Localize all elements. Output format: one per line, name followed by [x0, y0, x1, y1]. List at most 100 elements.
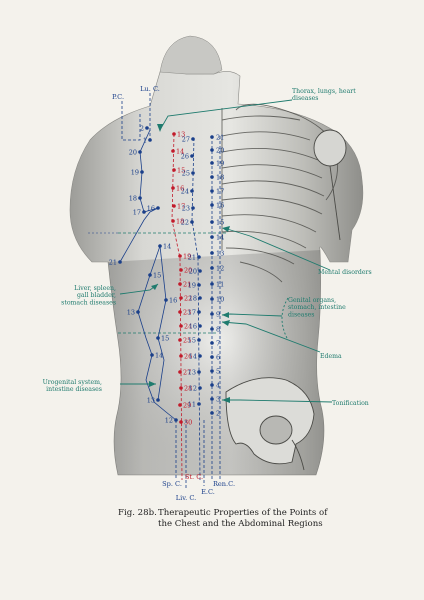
- left-upper-point-label: 18: [129, 195, 137, 203]
- left-lower-point-label: 14: [163, 243, 171, 251]
- stomach-point-label: 27: [183, 369, 191, 377]
- kidney-point-label: 11: [188, 401, 196, 409]
- kidney-point-label: 20: [189, 268, 197, 276]
- kidney-point-label: 12: [189, 385, 197, 393]
- kidney-point-label: 22: [181, 219, 189, 227]
- left-lower-point-label: 12: [165, 417, 173, 425]
- figure-title-line2: the Chest and the Abdominal Regions: [158, 519, 323, 529]
- figure-title-line1: Therapeutic Properties of the Points of: [158, 508, 328, 518]
- thorax-arrow: [159, 99, 293, 131]
- conception-point: [210, 235, 214, 239]
- left-lower-point-label: 14: [155, 352, 163, 360]
- ren-channel-label: Ren.C.: [213, 480, 235, 488]
- conception-point: [210, 383, 214, 387]
- kidney-point: [190, 154, 194, 158]
- kidney-point: [197, 255, 201, 259]
- kidney-point: [190, 220, 194, 224]
- stomach-point-label: 20: [184, 267, 192, 275]
- stomach-point-label: 25: [183, 337, 191, 345]
- figure-caption: Fig. 28b.Therapeutic Properties of the P…: [118, 508, 418, 530]
- kidney-point-label: 23: [182, 205, 190, 213]
- conception-point-label: 8: [216, 326, 220, 334]
- left-lower-point: [118, 260, 122, 264]
- stomach-channel-line: [171, 133, 183, 481]
- stomach-point: [178, 370, 182, 374]
- stomach-point-label: 22: [184, 295, 192, 303]
- sp-channel-label: Sp. C.: [162, 480, 182, 488]
- kidney-point-label: 26: [181, 153, 189, 161]
- ec-channel-label: E.C.: [201, 488, 215, 496]
- stomach-point: [178, 254, 182, 258]
- pelvis: [225, 377, 315, 471]
- stomach-point: [171, 186, 175, 190]
- stomach-point: [171, 149, 175, 153]
- stomach-point: [178, 338, 182, 342]
- kidney-point: [190, 189, 194, 193]
- conception-point-label: 14: [216, 234, 224, 242]
- conception-point-label: 7: [216, 340, 220, 348]
- left-lower-point-label: 16: [169, 297, 177, 305]
- left-lower-point: [174, 418, 178, 422]
- stomach-point-label: 30: [184, 419, 192, 427]
- stomach-point: [178, 403, 182, 407]
- left-upper-point: [156, 206, 160, 210]
- conception-point: [210, 220, 214, 224]
- left-lower-point: [150, 353, 154, 357]
- conception-point: [210, 397, 214, 401]
- left-lower-point: [164, 298, 168, 302]
- kidney-point: [191, 206, 195, 210]
- conception-point: [210, 135, 214, 139]
- genital-annotation-line: Genital organs,: [288, 297, 336, 304]
- st-channel-label: St. C.: [185, 473, 203, 481]
- kidney-point: [198, 386, 202, 390]
- kidney-point-label: 18: [189, 295, 197, 303]
- kidney-point-label: 19: [188, 282, 196, 290]
- stomach-point: [171, 219, 175, 223]
- conception-point: [210, 282, 214, 286]
- kidney-point-label: 15: [188, 337, 196, 345]
- stomach-point: [179, 386, 183, 390]
- kidney-point-label: 13: [188, 369, 196, 377]
- left-upper-point-label: 17: [133, 209, 141, 217]
- lung-point-label: 1: [143, 137, 147, 145]
- left-lower-point-label: 21: [109, 259, 117, 267]
- stomach-point-label: 28: [184, 385, 192, 393]
- left-upper-point: [142, 210, 146, 214]
- kidney-point-label: 16: [189, 323, 197, 331]
- kidney-point: [198, 296, 202, 300]
- tonification-annotation-line: Tonification: [332, 400, 369, 407]
- conception-point-label: 16: [216, 202, 224, 210]
- kidney-point-label: 25: [182, 170, 190, 178]
- kidney-point-label: 27: [182, 136, 190, 144]
- conception-point: [210, 148, 214, 152]
- edema-arrow: [221, 321, 321, 353]
- kidney-point: [197, 338, 201, 342]
- conception-point: [210, 266, 214, 270]
- left-upper-point-label: 16: [147, 205, 155, 213]
- stomach-point-label: 14: [176, 148, 184, 156]
- liver-annotation-line: gall bladder,: [77, 292, 116, 299]
- left-lower-point: [148, 273, 152, 277]
- pc-channel-label: P.C.: [112, 93, 124, 101]
- kidney-point-label: 21: [188, 254, 196, 262]
- figure-number: Fig. 28b.: [118, 508, 157, 518]
- liver-annotation-line: stomach diseases: [61, 299, 116, 306]
- left-lower-point-label: 15: [161, 335, 169, 343]
- urogenital-annotation-line: Urogenital system,: [43, 379, 102, 386]
- conception-point-label: 12: [216, 265, 224, 273]
- thorax-annotation-line: diseases: [292, 95, 318, 102]
- conception-point: [210, 341, 214, 345]
- stomach-point-label: 15: [177, 167, 185, 175]
- lung-point: [148, 138, 152, 142]
- stomach-point: [179, 420, 183, 424]
- pc-channel-line: [121, 101, 141, 141]
- conception-point-label: 2: [216, 410, 220, 418]
- conception-point-label: 3: [216, 396, 220, 404]
- left-lower-point: [158, 244, 162, 248]
- conception-point-label: 15: [216, 219, 224, 227]
- left-lower-point-label: 13: [147, 397, 155, 405]
- stomach-point: [172, 132, 176, 136]
- conception-point-label: 20: [216, 147, 224, 155]
- kidney-point: [197, 370, 201, 374]
